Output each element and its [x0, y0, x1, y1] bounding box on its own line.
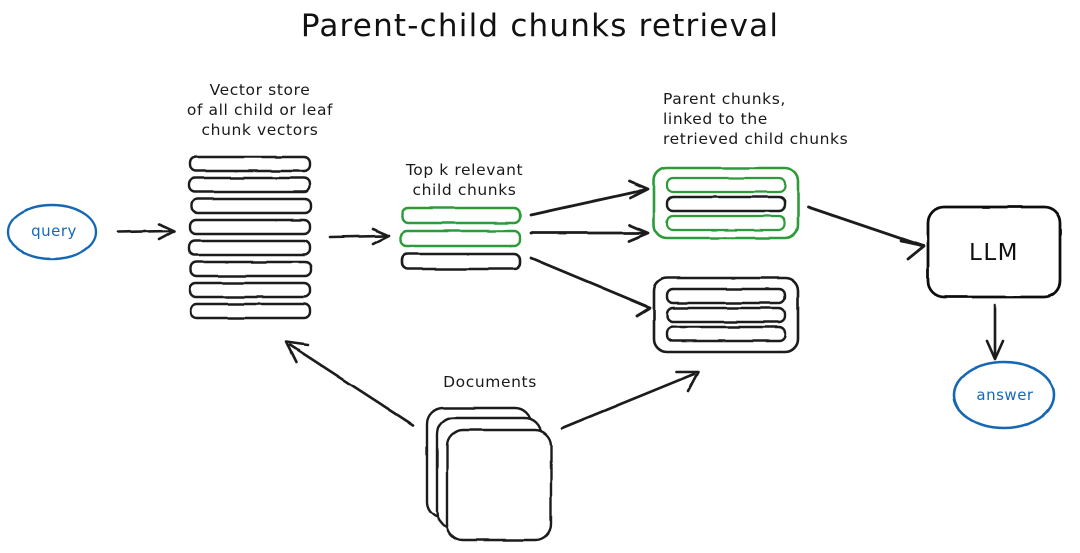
vector-store-bar [189, 302, 312, 320]
vector-store-bar [189, 260, 313, 278]
vector-store-bar [188, 281, 312, 299]
arrow-vector-store-to-top-k [328, 227, 391, 246]
arrow-top-k-1-to-green-parent [529, 179, 650, 217]
top-k-chunks[interactable] [399, 206, 522, 271]
answer-node[interactable] [952, 360, 1056, 430]
arrow-query-to-vector-store [116, 222, 176, 241]
llm-node-label: LLM [969, 240, 1019, 266]
vector-store-bar [187, 176, 312, 194]
parent-green-bar-3 [665, 214, 787, 232]
arrow-llm-to-answer [985, 303, 1005, 361]
document-sheet [445, 428, 553, 542]
query-node[interactable] [6, 203, 98, 261]
parent-green-bar-1 [665, 176, 787, 194]
top-k-chunks-label: Top k relevant child chunks [405, 161, 524, 199]
parent-black-bar-2 [665, 306, 787, 324]
arrow-top-k-3-to-black-parent [529, 256, 652, 318]
query-node-label: query [31, 222, 77, 240]
vector-store-bar [190, 197, 313, 215]
arrow-top-k-2-to-green-parent [529, 223, 650, 243]
vector-store-bar [187, 239, 312, 257]
vector-store-label: Vector store of all child or leaf chunk … [186, 81, 334, 139]
arrow-documents-to-vector-store [284, 340, 415, 427]
documents-stack[interactable] [425, 406, 553, 542]
top-k-bar-black-3 [400, 252, 522, 271]
vector-store-bar [188, 155, 312, 173]
parent-green-bar-2-black [665, 195, 787, 213]
parent-chunk-black[interactable] [652, 276, 800, 354]
top-k-bar-green-2 [399, 229, 522, 248]
parent-black-bar-3 [665, 325, 787, 343]
parent-chunks-label: Parent chunks, linked to the retrieved c… [663, 90, 849, 148]
arrow-green-parent-to-llm [806, 205, 926, 261]
top-k-bar-green-1 [400, 206, 522, 225]
documents-label: Documents [443, 373, 537, 391]
parent-chunk-green[interactable] [652, 166, 800, 240]
parent-black-bar-1 [665, 287, 787, 305]
vector-store-bar [188, 218, 312, 236]
arrow-documents-to-black-parent [560, 370, 700, 430]
answer-node-label: answer [976, 386, 1034, 404]
llm-node[interactable] [926, 205, 1062, 299]
vector-store[interactable] [187, 155, 313, 320]
page-title: Parent-child chunks retrieval [300, 8, 780, 44]
